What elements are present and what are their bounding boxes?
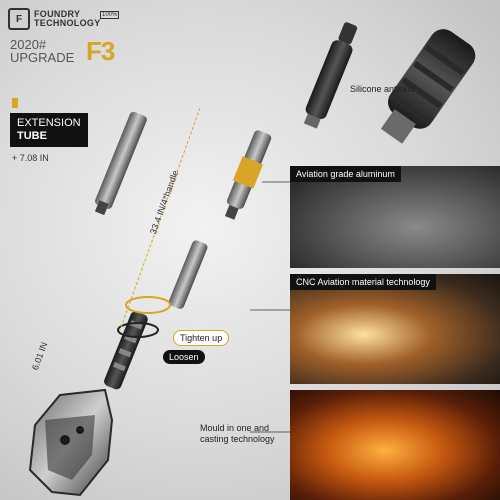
handle-segment <box>224 130 272 220</box>
panel-aluminum-label: Aviation grade aluminum <box>290 166 401 182</box>
dim-arrow-icon <box>12 98 18 108</box>
logo-badge: 100% <box>100 11 120 19</box>
tighten-label: Tighten up <box>173 330 230 346</box>
panel-aluminum: Aviation grade aluminum <box>290 166 500 268</box>
upgrade-text: 2020# UPGRADE <box>10 38 74 64</box>
lower-handle <box>168 240 208 309</box>
extension-tube <box>94 111 147 216</box>
tighten-ring <box>125 296 171 314</box>
extension-length: + 7.08 IN <box>12 153 49 163</box>
loosen-label: Loosen <box>163 350 205 364</box>
shaft-grip <box>104 311 148 390</box>
logo-line-2: TECHNOLOGY <box>34 18 101 28</box>
silicone-callout: Silicone antiskid <box>350 84 415 94</box>
extension-tube-title: EXTENSION TUBE <box>10 113 88 147</box>
upgrade-line-1: 2020# <box>10 37 47 52</box>
upgrade-line-2: UPGRADE <box>10 50 75 65</box>
panel-casting <box>290 390 500 500</box>
panel-cnc: CNC Aviation material technology <box>290 274 500 384</box>
logo-mark: F <box>8 8 30 30</box>
loosen-ring <box>117 322 159 338</box>
logo-text: FOUNDRY TECHNOLOGY <box>34 10 101 28</box>
model-name: F3 <box>86 36 115 66</box>
grip-closeup <box>380 29 476 144</box>
casting-label: Mould in one and casting technology <box>200 423 275 444</box>
panel-cnc-label: CNC Aviation material technology <box>290 274 436 290</box>
extension-title-line-1: EXTENSION <box>17 117 81 129</box>
logo-line-1: FOUNDRY <box>34 9 81 19</box>
extension-title-line-2: TUBE <box>17 130 47 142</box>
brand-logo: F FOUNDRY TECHNOLOGY 100% <box>8 8 120 30</box>
shovel-blade <box>28 388 114 497</box>
handle-grip <box>303 22 358 129</box>
